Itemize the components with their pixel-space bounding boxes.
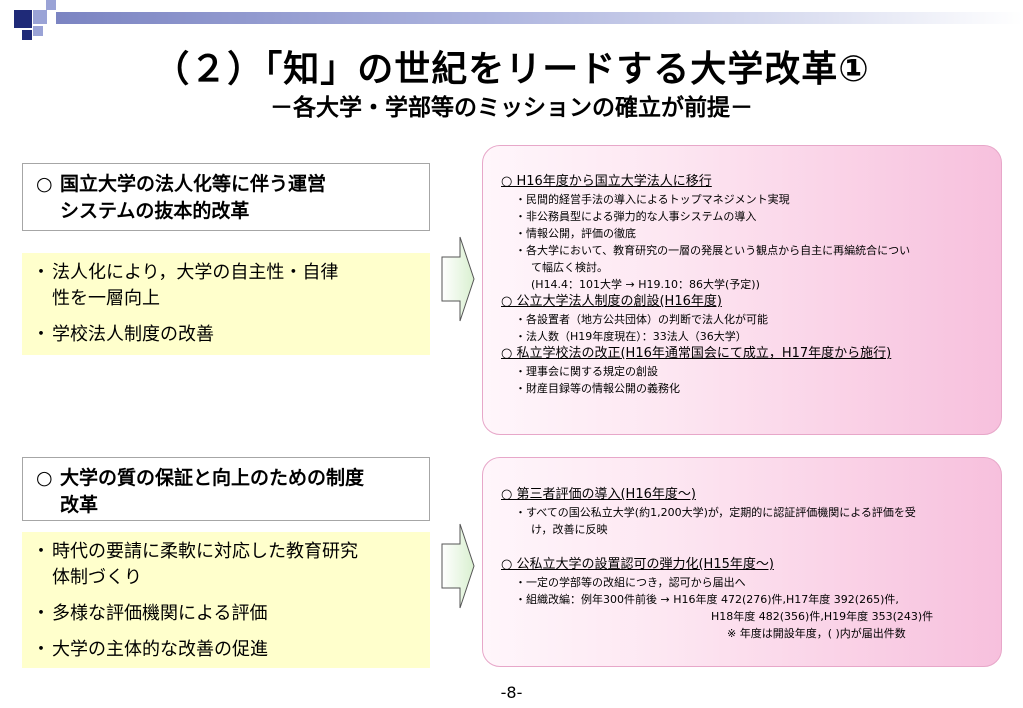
detail-line: ・法人数（H19年度現在）：33法人（36大学） [515,330,747,343]
detail-group-heading: ○ 第三者評価の導入(H16年度～) [501,487,696,502]
section1-points-box: ・法人化により，大学の自主性・自律 性を一層向上 ・学校法人制度の改善 [22,253,430,355]
detail-line: ・すべての国公私立大学(約1,200大学)が，定期的に認証評価機関による評価を受 [515,506,916,519]
right-arrow-icon [441,523,475,609]
slide-subtitle: －各大学・学部等のミッションの確立が前提－ [270,95,753,121]
section1-heading-line2: システムの抜本的改革 [60,200,250,222]
title-rule-decoration [56,12,1023,24]
detail-group-heading: ○ 公私立大学の設置認可の弾力化(H15年度～) [501,557,774,572]
section1-heading-line1: 国立大学の法人化等に伴う運営 [60,173,327,195]
detail-line: H18年度 482(356)件,H19年度 353(243)件 [711,610,934,623]
bullet-mark: ・ [32,324,50,345]
bullet-mark: ・ [32,603,50,624]
section2-detail-panel: ○ 第三者評価の導入(H16年度～) ・すべての国公私立大学(約1,200大学)… [482,457,1002,667]
right-arrow-icon [441,236,475,322]
section2-heading-line1: 大学の質の保証と向上のための制度 [60,467,365,489]
page-number: -8- [500,683,523,702]
circle-bullet-icon: ○ [36,173,53,195]
slide-title: （２）「知」の世紀をリードする大学改革① [153,49,870,90]
section1-heading-box: ○ 国立大学の法人化等に伴う運営 システムの抜本的改革 [22,163,430,231]
detail-group-heading: ○ 私立学校法の改正(H16年通常国会にて成立，H17年度から施行) [501,346,892,361]
detail-group-heading: ○ 公立大学法人制度の創設(H16年度) [501,294,722,309]
detail-line: ・各大学において、教育研究の一層の発展という観点から自主に再編統合につい [515,244,911,257]
corner-square-decoration [33,10,47,24]
corner-square-decoration [14,10,32,28]
detail-line: (H14.4：101大学 → H19.10：86大学(予定)) [531,278,760,291]
list-item: ・学校法人制度の改善 [32,322,422,348]
bullet-text-continued: 性を一層向上 [52,288,160,309]
bullet-text: 法人化により，大学の自主性・自律 [52,262,339,283]
corner-square-decoration [46,0,56,10]
bullet-text: 多様な評価機関による評価 [52,603,268,624]
detail-line: ・理事会に関する規定の創設 [515,365,658,378]
detail-note: ※ 年度は開設年度，( )内が届出件数 [727,627,906,640]
detail-line: ・情報公開，評価の徹底 [515,227,636,240]
corner-square-decoration [22,30,32,40]
list-item: ・多様な評価機関による評価 [32,601,422,627]
detail-line: ・組織改編：例年300件前後 → H16年度 472(276)件,H17年度 3… [515,593,899,606]
bullet-text: 大学の主体的な改善の促進 [52,639,268,660]
section2-points-box: ・時代の要請に柔軟に対応した教育研究 体制づくり ・多様な評価機関による評価 ・… [22,532,430,668]
section2-heading-line2: 改革 [60,494,99,516]
bullet-mark: ・ [32,541,50,562]
bullet-mark: ・ [32,639,50,660]
circle-bullet-icon: ○ [36,467,53,489]
list-item: ・法人化により，大学の自主性・自律 性を一層向上 [32,260,422,312]
detail-line: ・財産目録等の情報公開の義務化 [515,382,680,395]
bullet-text: 学校法人制度の改善 [52,324,214,345]
detail-line: て幅広く検討。 [531,261,608,274]
detail-line: ・非公務員型による弾力的な人事システムの導入 [515,210,757,223]
corner-square-decoration [33,26,43,36]
detail-line: ・民間的経営手法の導入によるトップマネジメント実現 [515,193,790,206]
list-item: ・大学の主体的な改善の促進 [32,637,422,663]
bullet-mark: ・ [32,262,50,283]
bullet-text: 時代の要請に柔軟に対応した教育研究 [52,541,358,562]
detail-group-heading: ○ H16年度から国立大学法人に移行 [501,174,712,189]
list-item: ・時代の要請に柔軟に対応した教育研究 体制づくり [32,539,422,591]
section2-heading-box: ○ 大学の質の保証と向上のための制度 改革 [22,457,430,521]
section1-detail-panel: ○ H16年度から国立大学法人に移行 ・民間的経営手法の導入によるトップマネジメ… [482,145,1002,435]
detail-line: ・各設置者（地方公共団体）の判断で法人化が可能 [515,313,768,326]
detail-line: け，改善に反映 [531,523,608,536]
bullet-text-continued: 体制づくり [52,567,142,588]
detail-line: ・一定の学部等の改組につき，認可から届出へ [515,576,746,589]
